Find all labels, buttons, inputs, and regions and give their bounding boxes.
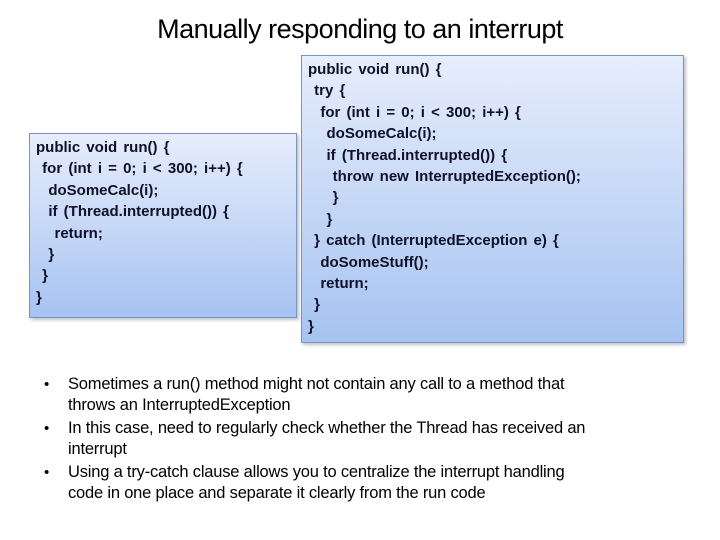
code-text-right: public void run() { try { for (int i = 0… — [308, 61, 581, 335]
bullet-text: Using a try-catch clause allows you to c… — [68, 462, 565, 503]
code-box-right: public void run() { try { for (int i = 0… — [301, 55, 684, 343]
bullet-item: • In this case, need to regularly check … — [38, 418, 698, 461]
bullet-item: • Using a try-catch clause allows you to… — [38, 462, 698, 505]
bullet-marker: • — [44, 376, 50, 393]
bullet-marker: • — [44, 419, 50, 437]
bullet-marker: • — [44, 463, 50, 481]
bullet-list: • Sometimes a run() method might not con… — [38, 374, 698, 505]
bullet-text: Sometimes a run() method might not conta… — [68, 375, 565, 415]
bullet-text: In this case, need to regularly check wh… — [68, 418, 586, 459]
code-text-left: public void run() { for (int i = 0; i < … — [36, 139, 243, 306]
bullet-item: • Sometimes a run() method might not con… — [38, 374, 698, 417]
code-box-left: public void run() { for (int i = 0; i < … — [29, 133, 297, 318]
slide-title: Manually responding to an interrupt — [157, 14, 563, 44]
